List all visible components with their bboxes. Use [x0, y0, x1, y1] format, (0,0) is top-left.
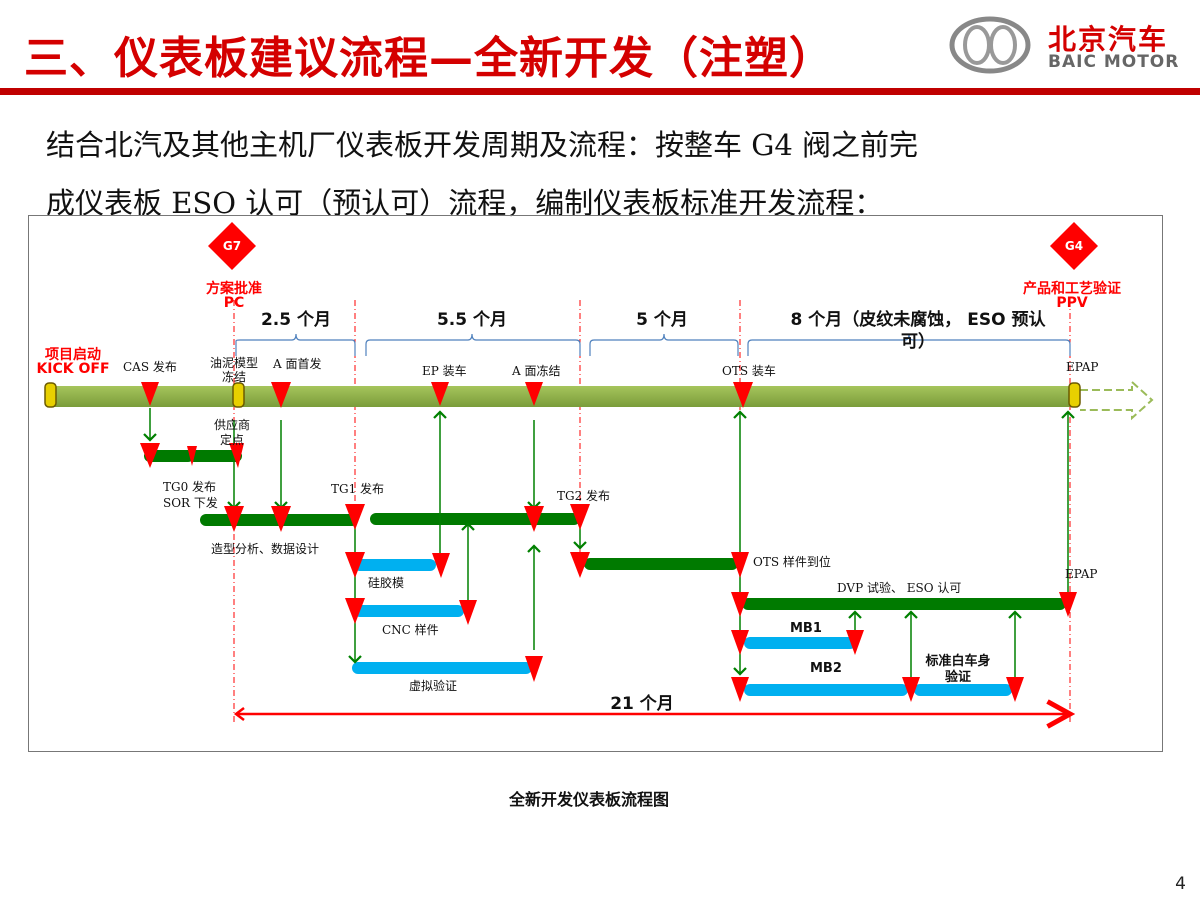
milestone-triangles — [140, 382, 1077, 702]
baic-logo: 北京汽车 BAIC MOTOR — [948, 14, 1193, 76]
task-design: 造型分析、数据设计 — [211, 542, 320, 556]
page-number: 4 — [1175, 874, 1186, 894]
duration-phase-2: 5.5 个月 — [436, 310, 508, 330]
task-std-body: 标准白车身 — [925, 654, 991, 669]
task-cnc: CNC 样件 — [382, 623, 439, 637]
duration-phase-4b: 可） — [901, 332, 935, 352]
logo-en: BAIC MOTOR — [1048, 52, 1180, 72]
total-duration: 21 个月 — [610, 694, 674, 714]
task-std-body-2: 验证 — [944, 670, 972, 685]
milestone-epap: EPAP — [1066, 360, 1099, 374]
milestone-ots-sample: OTS 样件到位 — [753, 555, 831, 569]
milestone-supplier-2: 定点 — [219, 433, 245, 447]
task-dvp: DVP 试验、 ESO 认可 — [837, 581, 962, 595]
milestone-a-first: A 面首发 — [273, 357, 322, 371]
body-line-2: 成仪表板 ESO 认可（预认可）流程，编制仪表板标准开发流程： — [46, 186, 884, 220]
milestone-epap-2: EPAP — [1065, 567, 1098, 581]
gate-g4-name: 产品和工艺验证 — [1023, 281, 1121, 297]
milestone-clay-2: 冻结 — [221, 370, 247, 384]
dependency-arrows — [143, 408, 1075, 684]
task-mb1: MB1 — [790, 621, 822, 636]
continue-arrow-icon — [1080, 379, 1154, 421]
body-line-1: 结合北汽及其他主机厂仪表板开发周期及流程：按整车 G4 阀之前完 — [46, 128, 919, 162]
task-virtual: 虚拟验证 — [409, 679, 458, 693]
duration-phase-3: 5 个月 — [636, 310, 688, 330]
kickoff-code: KICK OFF — [36, 361, 110, 377]
main-timeline-bar — [50, 386, 1074, 407]
milestone-cas: CAS 发布 — [123, 360, 177, 374]
slide-title: 三、仪表板建议流程—全新开发（注塑） — [24, 33, 834, 84]
cylinder-markers — [44, 382, 1081, 408]
title-rule — [0, 88, 1200, 95]
milestone-clay: 油泥模型 — [209, 356, 259, 370]
logo-cn: 北京汽车 — [1048, 23, 1169, 56]
milestone-ots: OTS 装车 — [722, 364, 776, 378]
figure-caption: 全新开发仪表板流程图 — [508, 790, 669, 809]
gate-g7-code: PC — [223, 295, 245, 311]
gate-g7-label: G7 — [222, 239, 242, 253]
milestone-ep: EP 装车 — [422, 364, 467, 378]
gate-g4-code: PPV — [1056, 295, 1088, 311]
milestone-tg2: TG2 发布 — [557, 489, 611, 503]
duration-phase-4: 8 个月（皮纹未腐蚀， ESO 预认 — [790, 310, 1046, 330]
milestone-tg1: TG1 发布 — [331, 482, 385, 496]
task-mb2: MB2 — [810, 661, 842, 676]
milestone-a-freeze: A 面冻结 — [512, 364, 561, 378]
gate-g4-diamond — [1050, 222, 1098, 270]
gate-g7-diamond — [208, 222, 256, 270]
task-silicone: 硅胶模 — [368, 576, 405, 590]
kickoff-name: 项目启动 — [45, 347, 101, 363]
duration-braces — [235, 333, 1071, 356]
gate-g4-label: G4 — [1064, 239, 1084, 253]
gate-g7-name: 方案批准 — [206, 281, 262, 297]
baic-emblem-icon — [949, 16, 1031, 74]
milestone-sor: SOR 下发 — [163, 496, 218, 510]
milestone-supplier: 供应商 — [213, 418, 251, 432]
duration-phase-1: 2.5 个月 — [260, 310, 332, 330]
milestone-tg0: TG0 发布 — [163, 480, 217, 494]
flowchart-frame — [28, 215, 1163, 752]
